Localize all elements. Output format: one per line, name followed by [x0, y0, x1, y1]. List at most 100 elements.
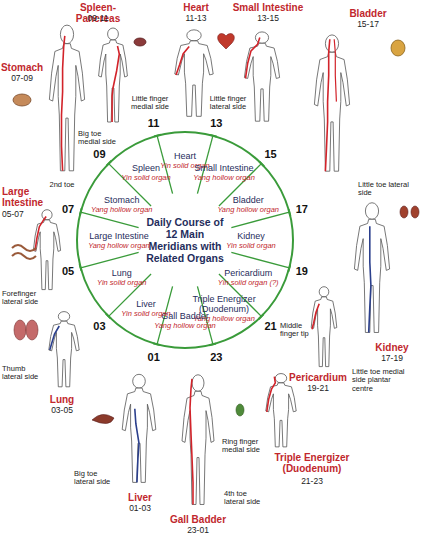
organ-sector: StomachYang hollow organ [87, 194, 157, 213]
clock-hour: 07 [58, 202, 78, 216]
hour-tick [153, 343, 160, 345]
organ-type: Yang hollow organ [189, 173, 259, 182]
time-range: 11-13 [176, 14, 216, 24]
meridian-line [112, 46, 119, 122]
small-intestine-figure [244, 32, 279, 121]
lung-icon [14, 320, 26, 340]
clock-hour: 17 [292, 202, 312, 216]
time-range: 01-03 [120, 504, 160, 514]
liver-figure [122, 374, 156, 482]
wheel-spoke [81, 212, 139, 228]
hour-tick [288, 265, 290, 272]
endpoint-note: Big toe lateral side [74, 470, 118, 487]
organ-type: Yin solid organ [216, 241, 286, 250]
organ-name: Heart [150, 151, 220, 161]
organ-type: Yang hollow organ [213, 204, 283, 213]
meridian-name: Liver [120, 492, 160, 503]
meridian-name: Bladder [343, 8, 393, 19]
body-figure [175, 30, 213, 116]
time-range: 09-11 [78, 14, 118, 24]
organ-name: Pericardium [213, 267, 283, 277]
hour-tick [80, 264, 82, 271]
hour-tick [154, 135, 161, 137]
meridian-name: Lung [42, 394, 82, 405]
meridian-line [267, 377, 276, 412]
meridian-clock-wheel: Daily Course of 12 Main Meridians with R… [75, 130, 295, 350]
organ-sector: PericardiumYin solid organ (?) [213, 267, 283, 286]
organ-name: Liver [111, 298, 181, 308]
hour-tick [107, 161, 112, 166]
meridian-line [190, 379, 193, 505]
lung-icon [26, 320, 38, 340]
endpoint-note: 2nd toe [42, 181, 82, 189]
organ-name: Spleen [111, 163, 181, 173]
body-figure [99, 28, 128, 122]
meridian-line [312, 304, 319, 330]
meridian-line [334, 39, 336, 101]
time-range: 17-19 [372, 354, 412, 364]
body-figure [354, 203, 389, 333]
spleen-icon [134, 38, 146, 46]
endpoint-note: Middle finger tip [280, 322, 310, 339]
stomach-icon [13, 94, 31, 106]
endpoint-note: Forefinger lateral side [2, 290, 46, 307]
wheel-spoke [231, 252, 289, 268]
body-figure [49, 25, 84, 171]
wheel-rim [77, 132, 293, 348]
meridian-name: Heart [171, 2, 221, 13]
kidney-icon [411, 206, 419, 218]
large-intestine-figure [33, 210, 60, 290]
organ-sector: Large IntestineYang hollow organ [84, 231, 154, 250]
body-figure [314, 35, 349, 171]
gall-bladder-figure [182, 375, 214, 505]
meridian-line [62, 36, 65, 171]
time-range: 07-09 [2, 74, 42, 84]
organ-type: Yin solid organ [111, 308, 181, 317]
meridian-line [135, 409, 139, 483]
time-range: 15-17 [348, 20, 388, 30]
meridian-name: Large Intestine [2, 186, 54, 208]
bladder-figure [314, 35, 349, 171]
organ-name: Small Intestine [189, 163, 259, 173]
clock-hour: 05 [58, 264, 78, 278]
body-figure [33, 210, 60, 290]
clock-hour: 09 [89, 147, 109, 161]
organ-type: Yang hollow organ [150, 321, 220, 330]
clock-hour: 11 [144, 116, 164, 130]
organ-name: Bladder [213, 194, 283, 204]
meridian-name: Stomach [0, 62, 44, 73]
triple-energizer-figure [266, 374, 296, 447]
organ-type: Yang hollow organ [84, 241, 154, 250]
hour-tick [210, 135, 217, 137]
hour-tick [106, 314, 111, 319]
meridian-name: Kidney [367, 342, 417, 353]
organ-sector: SpleenYin solid organ [111, 163, 181, 182]
organ-sector: BladderYang hollow organ [213, 194, 283, 213]
time-range: 13-15 [248, 14, 288, 24]
gall-bladder-icon [236, 404, 244, 416]
organ-name: Kidney [216, 231, 286, 241]
intestine-icon [12, 245, 36, 259]
organ-name: Lung [87, 267, 157, 277]
time-range: 21-23 [292, 477, 332, 487]
body-figure [49, 312, 79, 387]
bladder-icon [391, 40, 405, 56]
kidney-figure [354, 203, 389, 333]
endpoint-note: 4th toe lateral side [224, 490, 268, 507]
organ-name: Triple Energizer (Duodenum) [189, 293, 259, 313]
meridian-line [50, 326, 60, 350]
organ-type: Yin solid organ [111, 173, 181, 182]
hour-tick [209, 344, 216, 346]
organ-sector: KidneyYin solid organ [216, 231, 286, 250]
wheel-title: Daily Course of 12 Main Meridians with R… [145, 216, 225, 264]
hour-tick [80, 208, 82, 215]
endpoint-note: Little toe lateral side [358, 181, 414, 198]
endpoint-note: Little toe medial side plantar centre [352, 368, 408, 393]
meridian-line [246, 38, 260, 79]
body-figure [311, 287, 337, 367]
lung-figure [49, 312, 79, 387]
endpoint-note: Little finger lateral side [207, 95, 249, 112]
meridian-name: Small Intestine [228, 2, 308, 13]
